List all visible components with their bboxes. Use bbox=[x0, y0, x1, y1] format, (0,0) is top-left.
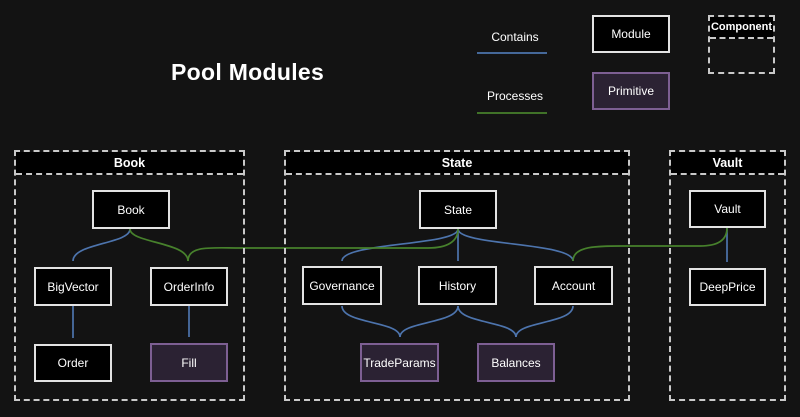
group-book: Book bbox=[14, 150, 245, 401]
node-order: Order bbox=[34, 344, 112, 382]
node-bigvector: BigVector bbox=[34, 267, 112, 306]
node-vault: Vault bbox=[689, 190, 766, 228]
group-state-header: State bbox=[286, 152, 628, 175]
legend-primitive-box: Primitive bbox=[592, 72, 670, 110]
node-deepprice: DeepPrice bbox=[689, 268, 766, 306]
node-book: Book bbox=[92, 190, 170, 229]
node-orderinfo: OrderInfo bbox=[150, 267, 228, 306]
legend-processes-label: Processes bbox=[486, 89, 544, 103]
node-tradeparams: TradeParams bbox=[360, 343, 439, 382]
node-balances: Balances bbox=[477, 343, 555, 382]
legend-contains-label: Contains bbox=[491, 30, 539, 44]
node-account: Account bbox=[534, 266, 613, 305]
node-history: History bbox=[418, 266, 497, 305]
legend-module-box: Module bbox=[592, 15, 670, 53]
group-book-header: Book bbox=[16, 152, 243, 175]
legend-component-label: Component bbox=[710, 17, 773, 39]
node-state: State bbox=[419, 190, 497, 229]
group-vault: Vault bbox=[669, 150, 786, 401]
node-governance: Governance bbox=[302, 266, 382, 305]
legend-component-box: Component bbox=[708, 15, 775, 74]
node-fill: Fill bbox=[150, 343, 228, 382]
page-title: Pool Modules bbox=[171, 59, 325, 85]
group-vault-header: Vault bbox=[671, 152, 784, 175]
group-state: State bbox=[284, 150, 630, 401]
